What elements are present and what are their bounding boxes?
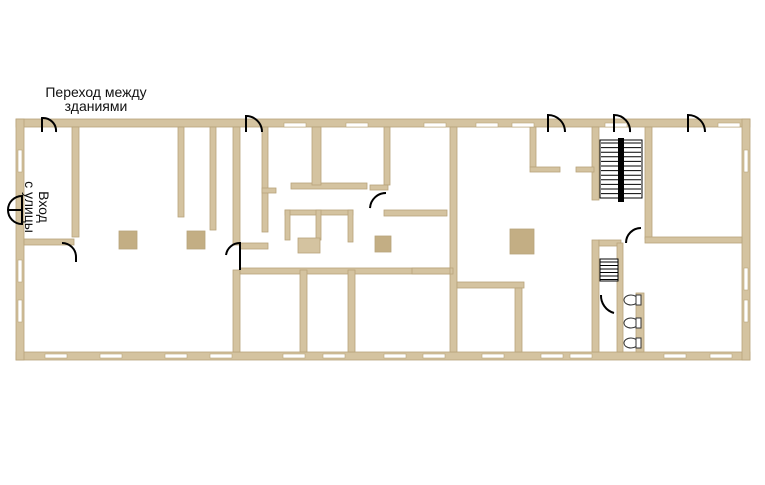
wall-36 [644,236,743,244]
toilet-icon-0 [623,294,642,306]
column-1 [186,230,206,250]
wall-23 [297,237,321,254]
window-4 [511,122,535,128]
wall-10 [23,238,75,246]
window-15 [481,353,505,359]
wall-20 [284,209,291,241]
window-side-0 [17,149,23,173]
wall-8 [591,239,600,353]
door-icon-7 [61,242,77,262]
wall-15 [261,126,269,233]
passage-label: Переход между зданиями [0,85,192,113]
wall-13 [239,242,269,250]
door-icon-2 [547,113,566,133]
wall-22 [347,209,354,243]
wall-4 [232,126,241,246]
wall-1 [15,351,751,361]
wall-35 [644,126,653,240]
walls [15,118,751,361]
toilet-icon-2 [623,337,642,349]
street-entrance-label: Вход с улицы [22,172,52,242]
window-5 [604,122,628,128]
wall-33 [456,281,525,289]
entrance-label-line2: с улицы [22,181,38,233]
doors [7,113,706,314]
window-14 [422,353,446,359]
window-6 [717,122,741,128]
window-side-3 [743,149,749,173]
window-side-2 [17,299,23,323]
passage-label-line1: Переход между [45,84,147,100]
windows [17,122,749,359]
wall-5 [232,269,241,353]
wall-21 [315,209,322,241]
wall-34 [514,287,523,353]
wall-14 [239,267,454,275]
window-16 [540,353,564,359]
wall-27 [299,269,308,353]
column-3 [509,228,535,255]
door-icon-4 [687,113,706,133]
toilet-tank-0 [635,294,642,306]
column-2 [374,235,392,253]
stairs [599,138,643,282]
window-9 [164,353,188,359]
window-1 [345,122,369,128]
window-2 [423,122,447,128]
wall-38 [616,242,624,353]
wall-29 [411,267,451,275]
wall-18 [311,126,322,186]
window-18 [663,353,687,359]
window-side-5 [743,299,749,323]
wall-28 [347,269,356,353]
door-icon-1 [245,114,263,133]
entrance-label-line1: Вход [36,191,52,223]
column-0 [118,230,138,250]
toilet-tank-1 [635,317,642,329]
wall-0 [15,118,751,128]
wall-25 [383,209,448,217]
passage-label-line2: зданиями [64,98,128,114]
door-icon-0 [41,116,58,133]
columns [118,228,535,255]
window-13 [383,353,407,359]
wall-16 [261,187,277,194]
toilets [623,294,642,349]
wall-32 [575,166,595,173]
toilet-tank-2 [635,337,642,349]
wall-6 [449,126,458,353]
door-icon-3 [613,113,632,133]
door-icon-6 [7,209,23,226]
window-19 [709,353,733,359]
wall-26 [369,184,389,191]
wall-9 [71,126,80,238]
window-side-1 [17,259,23,283]
wall-24 [383,126,391,186]
wall-30 [529,126,537,168]
stairs-rail [618,138,624,202]
door-icon-8 [225,241,241,270]
wall-11 [177,126,185,218]
window-10 [209,353,233,359]
window-12 [322,353,346,359]
window-0 [283,122,307,128]
wall-17 [290,182,368,190]
window-8 [99,353,123,359]
door-icon-9 [369,191,387,209]
window-3 [475,122,499,128]
wall-7 [591,126,600,201]
window-side-4 [743,267,749,291]
door-icon-11 [599,294,615,314]
wall-31 [529,166,561,173]
door-icon-5 [7,194,23,211]
window-11 [282,353,306,359]
wall-12 [209,126,217,231]
toilet-icon-1 [623,317,642,329]
window-17 [569,353,593,359]
window-7 [44,353,68,359]
door-icon-10 [625,227,642,244]
